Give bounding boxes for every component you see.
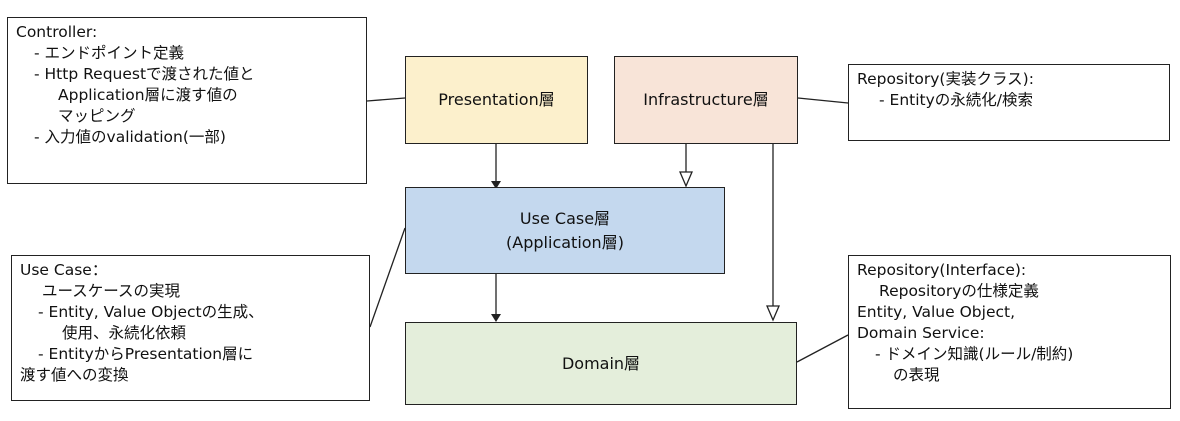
usecase-note-connector	[369, 227, 406, 328]
controller-note-line: マッピング	[58, 107, 136, 125]
domain-layer-label: Domain層	[561, 353, 641, 373]
infrastructure-layer-label: Infrastructure層	[643, 90, 769, 109]
domain-note-line: Domain Service:	[857, 324, 985, 342]
usecase-note-line: - EntityからPresentation層に	[38, 345, 254, 363]
usecase-layer-sublabel: (Application層)	[506, 232, 624, 252]
controller-note-line: Controller:	[16, 23, 98, 41]
controller-note-line: Application層に渡す値の	[58, 86, 238, 104]
usecase-note-line: 渡す値への変換	[20, 366, 129, 384]
presentation-to-usecase-arrowhead	[491, 181, 501, 189]
repository-impl-note-line: - Entityの永続化/検索	[879, 91, 1033, 109]
repository-impl-note-line: Repository(実装クラス):	[857, 70, 1034, 88]
domain-note-line: Repositoryの仕様定義	[879, 282, 1039, 300]
controller-note: Controller: - エンドポイント定義 - Http Requestで渡…	[7, 17, 367, 184]
repository-impl-note: Repository(実装クラス): - Entityの永続化/検索	[848, 64, 1170, 141]
controller-note-line: - Http Requestで渡された値と	[34, 65, 255, 83]
domain-note-line: Entity, Value Object,	[857, 303, 1016, 321]
presentation-layer-box: Presentation層	[405, 56, 588, 144]
usecase-to-domain-arrowhead	[491, 314, 501, 322]
repository-impl-note-connector	[797, 97, 849, 104]
domain-note: Repository(Interface): Repositoryの仕様定義 E…	[848, 255, 1171, 409]
controller-note-line: - 入力値のvalidation(一部)	[34, 128, 226, 146]
infra-to-domain-hollow-arrowhead	[766, 305, 780, 322]
usecase-layer-label: Use Case層	[519, 208, 611, 228]
usecase-layer-box: Use Case層 (Application層)	[405, 187, 725, 274]
domain-note-line: - ドメイン知識(ルール/制約)	[875, 345, 1074, 363]
usecase-note-line: Use Case：	[20, 261, 108, 279]
domain-note-connector	[796, 334, 849, 363]
domain-layer-box: Domain層	[405, 322, 797, 405]
usecase-note-line: 使用、永続化依頼	[62, 324, 187, 342]
infrastructure-layer-box: Infrastructure層	[614, 56, 798, 144]
controller-note-line: - エンドポイント定義	[34, 44, 185, 62]
infra-to-usecase-hollow-arrowhead	[679, 171, 693, 188]
controller-note-connector	[366, 97, 406, 102]
usecase-note-line: ユースケースの実現	[42, 282, 180, 300]
presentation-layer-label: Presentation層	[438, 90, 555, 109]
usecase-note-line: - Entity, Value Objectの生成、	[38, 303, 264, 321]
domain-note-line: の表現	[893, 366, 940, 384]
usecase-note: Use Case： ユースケースの実現 - Entity, Value Obje…	[11, 255, 370, 401]
domain-note-line: Repository(Interface):	[857, 261, 1027, 279]
